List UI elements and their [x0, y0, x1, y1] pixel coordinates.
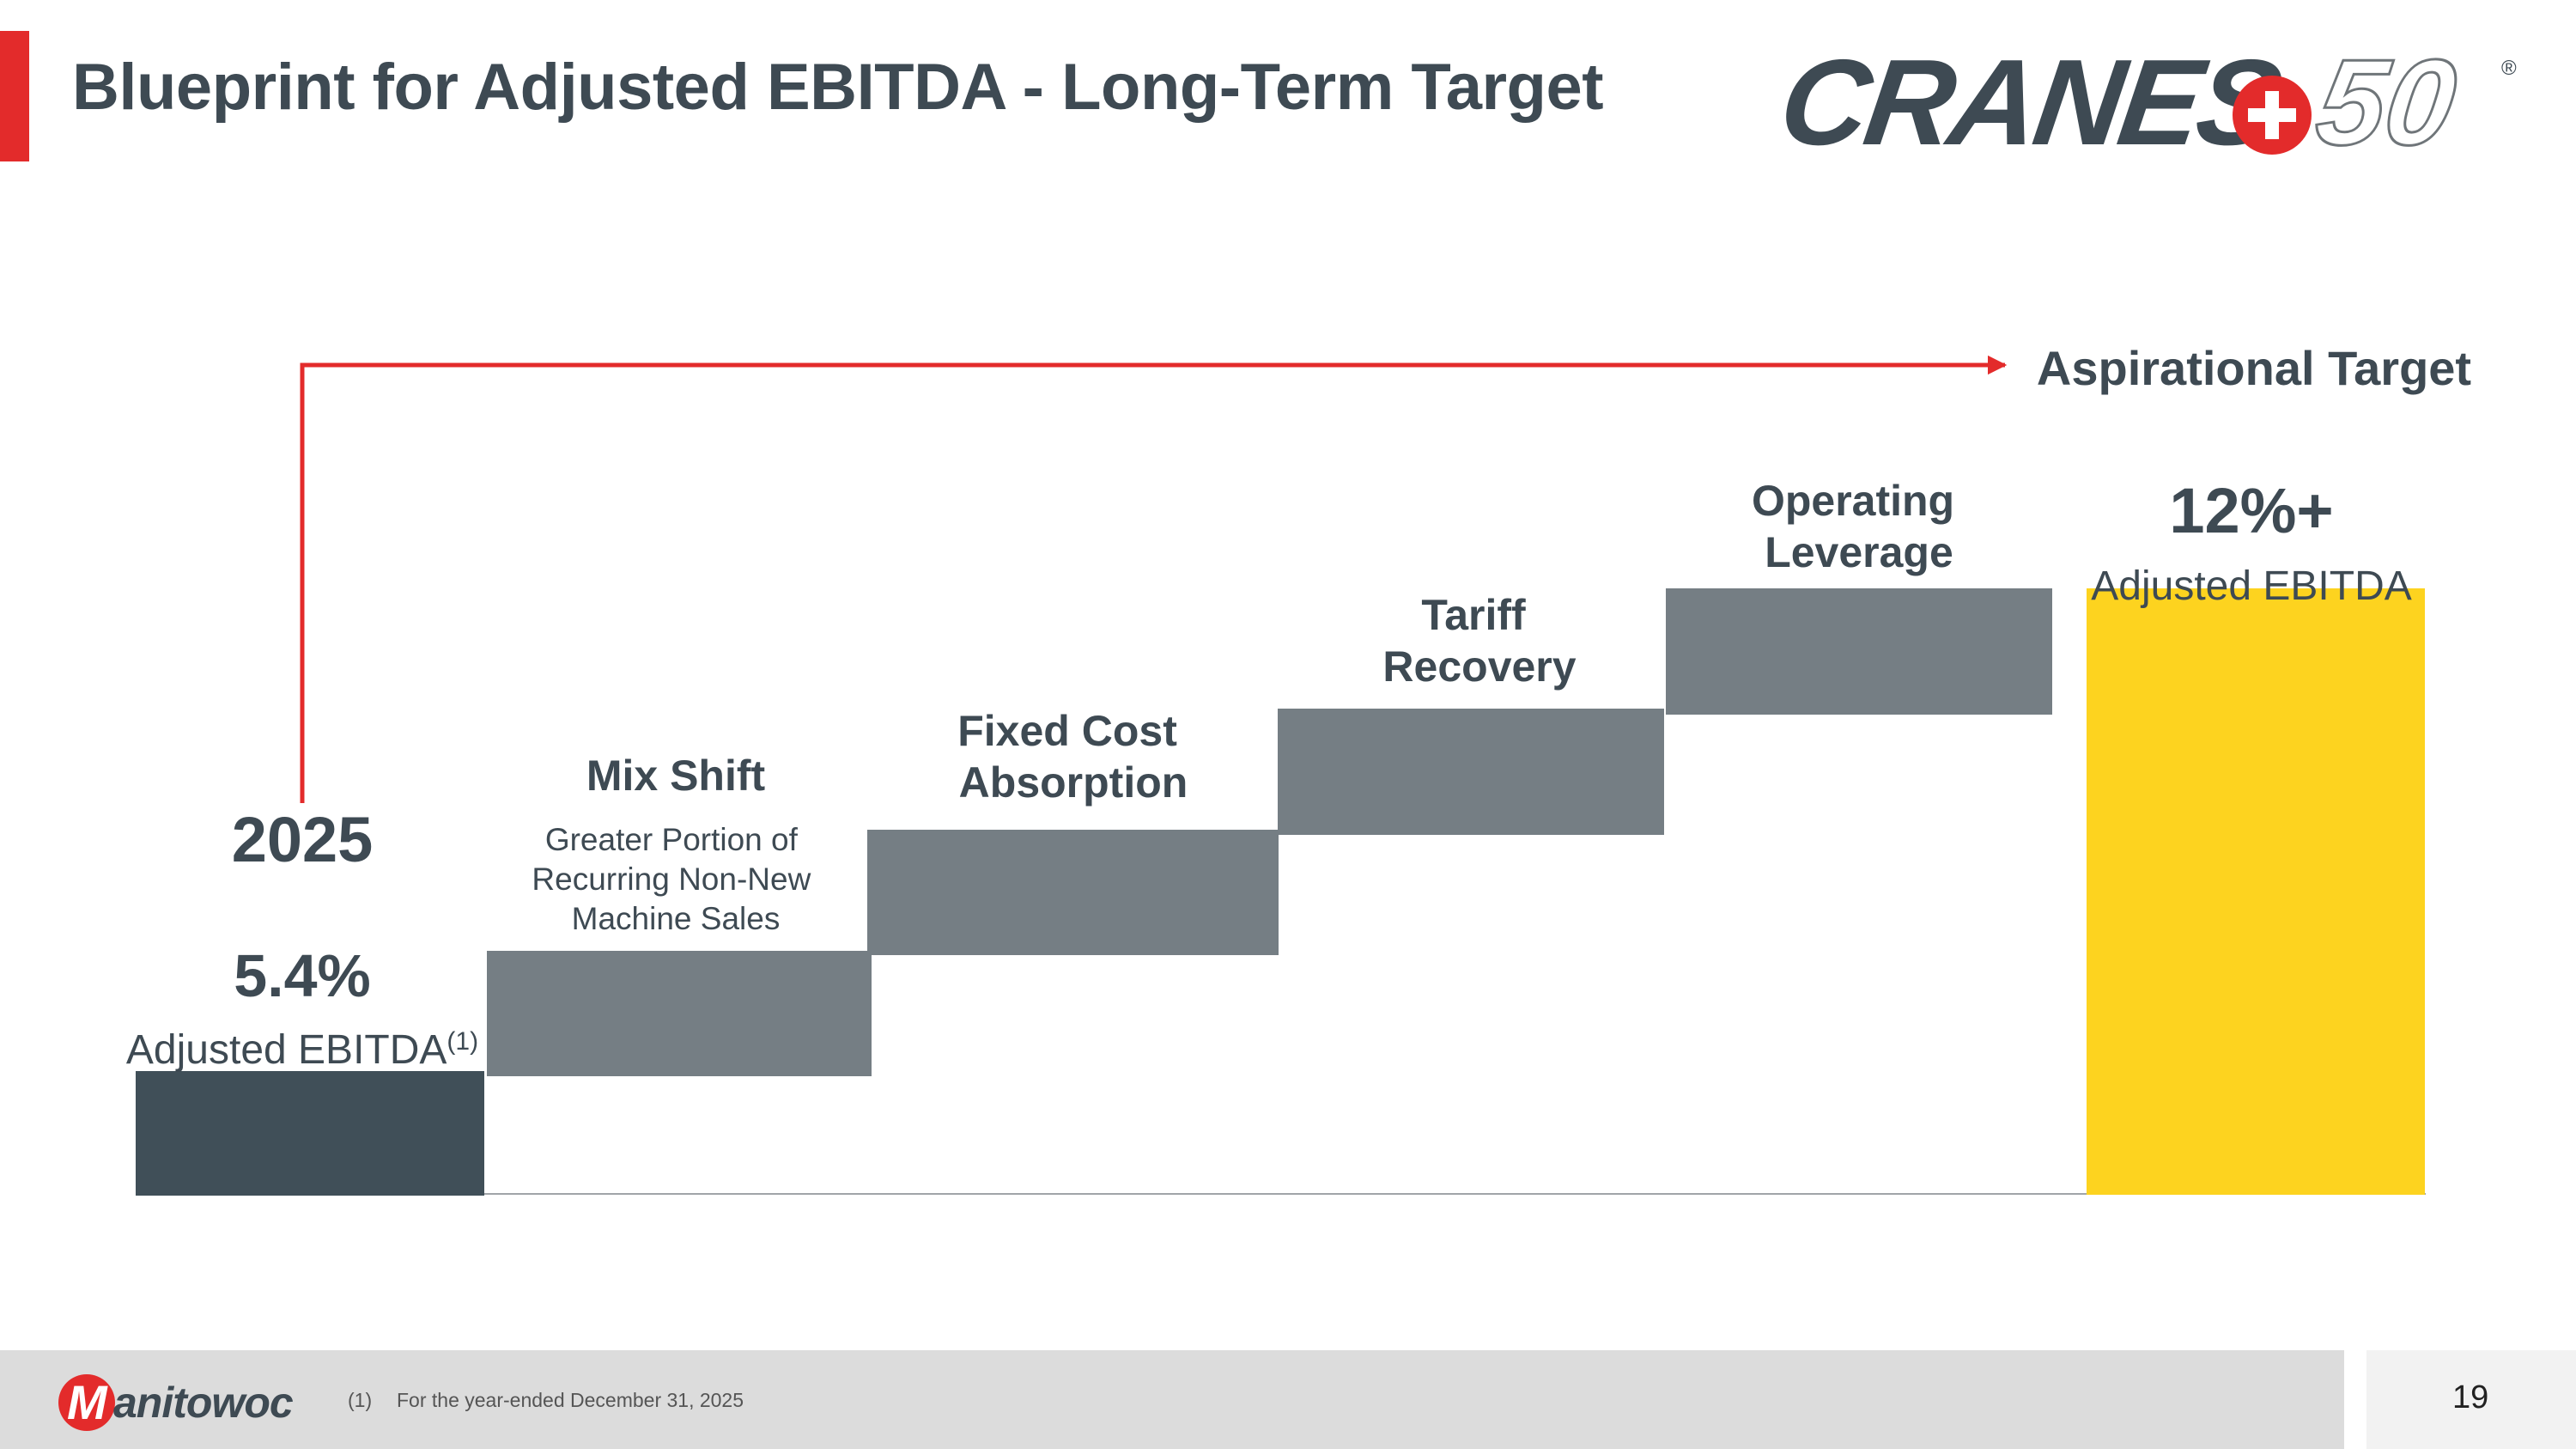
bar-tariff-recovery [1278, 709, 1664, 835]
registered-mark: ® [2501, 57, 2517, 80]
mix-shift-sublabel-line-1: Greater Portion of [545, 822, 799, 857]
end-metric-label: Adjusted EBITDA [2091, 563, 2412, 609]
manitowoc-logo-text: anitowoc [113, 1379, 294, 1427]
start-metric-text: Adjusted EBITDA [126, 1027, 447, 1073]
mix-shift-label: Mix Shift [586, 752, 766, 800]
mix-shift-sublabel-line-2: Recurring Non-New [532, 861, 811, 897]
progress-arrow [300, 355, 2008, 803]
mix-shift-sublabel: Greater Portion of Recurring Non-New Mac… [532, 822, 819, 936]
bar-start-2025 [136, 1071, 484, 1196]
fixed-cost-line-2: Absorption [959, 758, 1188, 807]
manitowoc-logo: M anitowoc [58, 1373, 307, 1433]
accent-bar [0, 31, 29, 161]
bar-operating-leverage [1666, 588, 2052, 715]
manitowoc-logo-mark [58, 1374, 115, 1431]
operating-leverage-label: Operating Leverage [1752, 477, 1966, 576]
bar-fixed-cost-absorption [867, 830, 1279, 955]
manitowoc-logo-initial: M [67, 1375, 107, 1429]
mix-shift-sublabel-line-3: Machine Sales [572, 901, 781, 936]
footer-bar [0, 1350, 2344, 1449]
start-metric-label: Adjusted EBITDA(1) [126, 1027, 478, 1073]
operating-line-2: Leverage [1765, 528, 1953, 576]
footnote-number: (1) [348, 1389, 373, 1411]
footnote-text: For the year-ended December 31, 2025 [397, 1389, 744, 1411]
plus-icon [2233, 76, 2312, 155]
tariff-line-2: Recovery [1382, 642, 1576, 691]
page-number-box [2366, 1350, 2576, 1449]
tariff-recovery-label: Tariff Recovery [1382, 591, 1576, 691]
bar-end-target [2087, 588, 2425, 1195]
aspirational-target-header: Aspirational Target [2037, 341, 2471, 395]
start-period-label: 2025 [232, 804, 374, 875]
fixed-cost-line-1: Fixed Cost [957, 707, 1177, 755]
page-title: Blueprint for Adjusted EBITDA - Long-Ter… [72, 51, 1604, 124]
operating-line-1: Operating [1752, 477, 1954, 525]
fixed-cost-absorption-label: Fixed Cost Absorption [957, 707, 1189, 807]
bar-mix-shift [487, 951, 872, 1076]
footnote-ref: (1) [447, 1027, 478, 1056]
tariff-line-1: Tariff [1421, 591, 1526, 639]
page-number: 19 [2452, 1379, 2489, 1416]
start-value-label: 5.4% [234, 942, 371, 1009]
cranes-50-logo: CRANES 50 ® [1772, 33, 2520, 173]
end-value-label: 12%+ [2169, 475, 2333, 546]
